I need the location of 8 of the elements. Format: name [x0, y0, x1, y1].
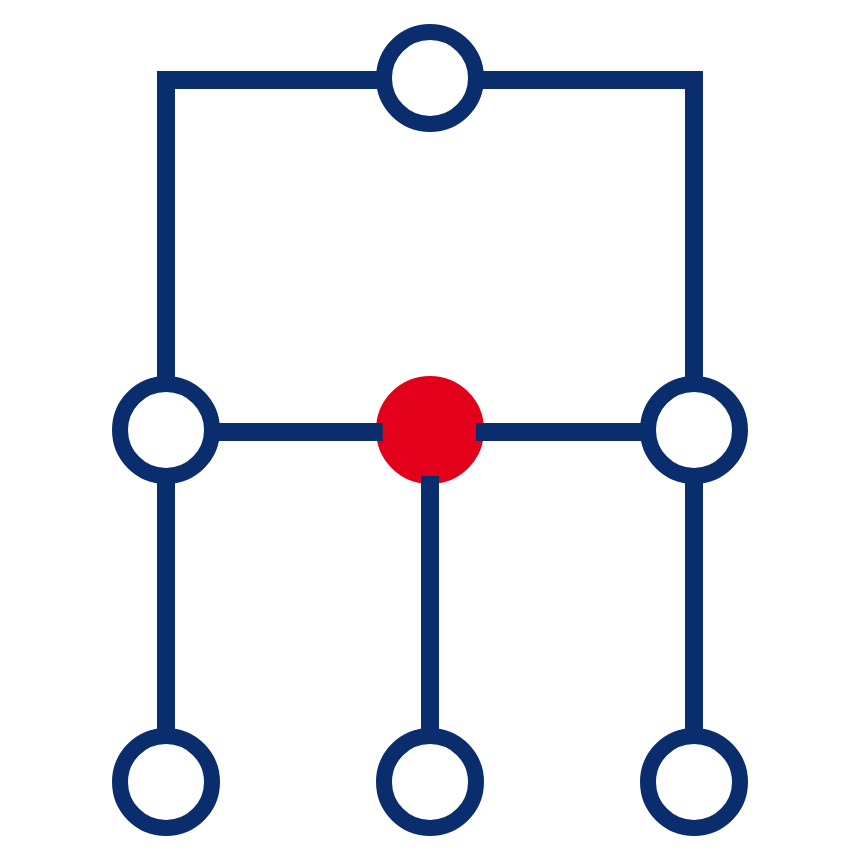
node-circle [376, 728, 484, 836]
node-circle [112, 376, 220, 484]
node-circle [640, 376, 748, 484]
connector [476, 423, 647, 441]
node-circle [640, 728, 748, 836]
node-circle [376, 24, 484, 132]
node-circle [112, 728, 220, 836]
node-circle [376, 376, 484, 484]
